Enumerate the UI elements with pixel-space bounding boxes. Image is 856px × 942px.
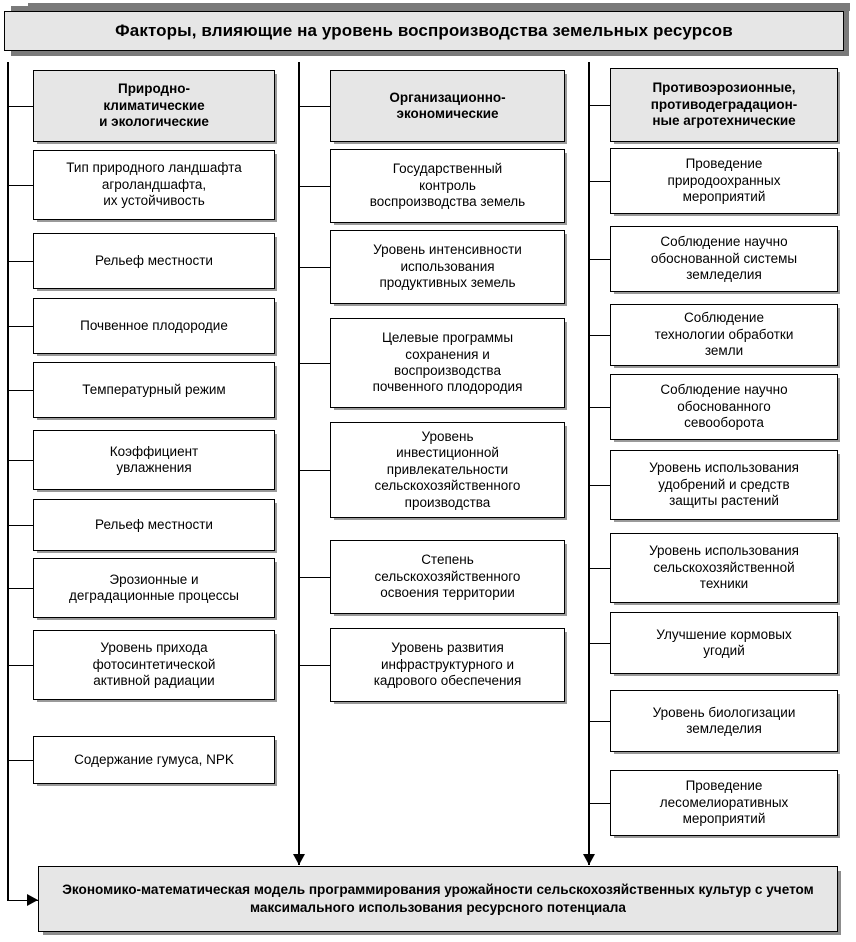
connector-stub-antierosion-agrotechnical-3 (588, 335, 610, 337)
column-spine-antierosion-agrotechnical (588, 62, 590, 865)
column-header-antierosion-agrotechnical: Противоэрозионные,противодеградацион-ные… (610, 68, 838, 142)
connector-stub-antierosion-agrotechnical-2 (588, 259, 610, 261)
node-label: Тип природного ландшафта агроландшафта,и… (66, 160, 242, 209)
connector-to-conclusion-left (7, 900, 38, 902)
node-label: Содержание гумуса, NPK (74, 751, 234, 767)
connector-stub-natural-climatic-6 (7, 525, 33, 527)
connector-stub-natural-climatic-1 (7, 185, 33, 187)
conclusion-box: Экономико-математическая модель программ… (38, 866, 838, 932)
node-natural-climatic-1: Тип природного ландшафта агроландшафта,и… (33, 150, 275, 220)
connector-stub-organizational-economic-5 (298, 577, 330, 579)
connector-stub-antierosion-agrotechnical-7 (588, 643, 610, 645)
connector-stub-organizational-economic-3 (298, 363, 330, 365)
connector-stub-natural-climatic-7 (7, 588, 33, 590)
connector-stub-antierosion-agrotechnical-6 (588, 568, 610, 570)
column-header-organizational-economic: Организационно-экономические (330, 70, 565, 142)
connector-stub-organizational-economic-6 (298, 665, 330, 667)
connector-stub-organizational-economic-4 (298, 470, 330, 472)
connector-stub-natural-climatic-4 (7, 390, 33, 392)
arrow-down-icon (293, 854, 305, 865)
node-label: Рельеф местности (95, 252, 213, 268)
connector-stub-antierosion-agrotechnical-9 (588, 803, 610, 805)
connector-stub-natural-climatic-0 (7, 106, 33, 108)
connector-stub-natural-climatic-5 (7, 460, 33, 462)
arrow-down-icon (583, 854, 595, 865)
node-natural-climatic-6: Рельеф местности (33, 499, 275, 551)
node-label: Почвенное плодородие (80, 317, 228, 333)
node-label: Рельеф местности (95, 516, 213, 532)
node-label: Температурный режим (82, 381, 226, 397)
connector-stub-natural-climatic-8 (7, 665, 33, 667)
diagram-title: Факторы, влияющие на уровень воспроизвод… (4, 11, 844, 51)
connector-stub-antierosion-agrotechnical-4 (588, 407, 610, 409)
node-label: Противоэрозионные,противодеградацион-ные… (650, 80, 798, 129)
connector-stub-organizational-economic-0 (298, 106, 330, 108)
connector-stub-organizational-economic-2 (298, 267, 330, 269)
node-natural-climatic-9: Содержание гумуса, NPK (33, 736, 275, 784)
node-label: Организационно-экономические (389, 89, 506, 121)
node-natural-climatic-4: Температурный режим (33, 362, 275, 418)
node-natural-climatic-3: Почвенное плодородие (33, 298, 275, 354)
column-spine-natural-climatic (7, 62, 9, 900)
connector-stub-organizational-economic-1 (298, 186, 330, 188)
title-shadow (28, 3, 850, 11)
connector-stub-natural-climatic-2 (7, 261, 33, 263)
connector-stub-natural-climatic-9 (7, 760, 33, 762)
connector-stub-antierosion-agrotechnical-8 (588, 721, 610, 723)
node-natural-climatic-2: Рельеф местности (33, 233, 275, 289)
arrow-right-icon (27, 894, 38, 906)
connector-stub-antierosion-agrotechnical-5 (588, 485, 610, 487)
connector-stub-antierosion-agrotechnical-1 (588, 181, 610, 183)
connector-stub-antierosion-agrotechnical-0 (588, 105, 610, 107)
connector-stub-natural-climatic-3 (7, 326, 33, 328)
column-spine-organizational-economic (298, 62, 300, 865)
